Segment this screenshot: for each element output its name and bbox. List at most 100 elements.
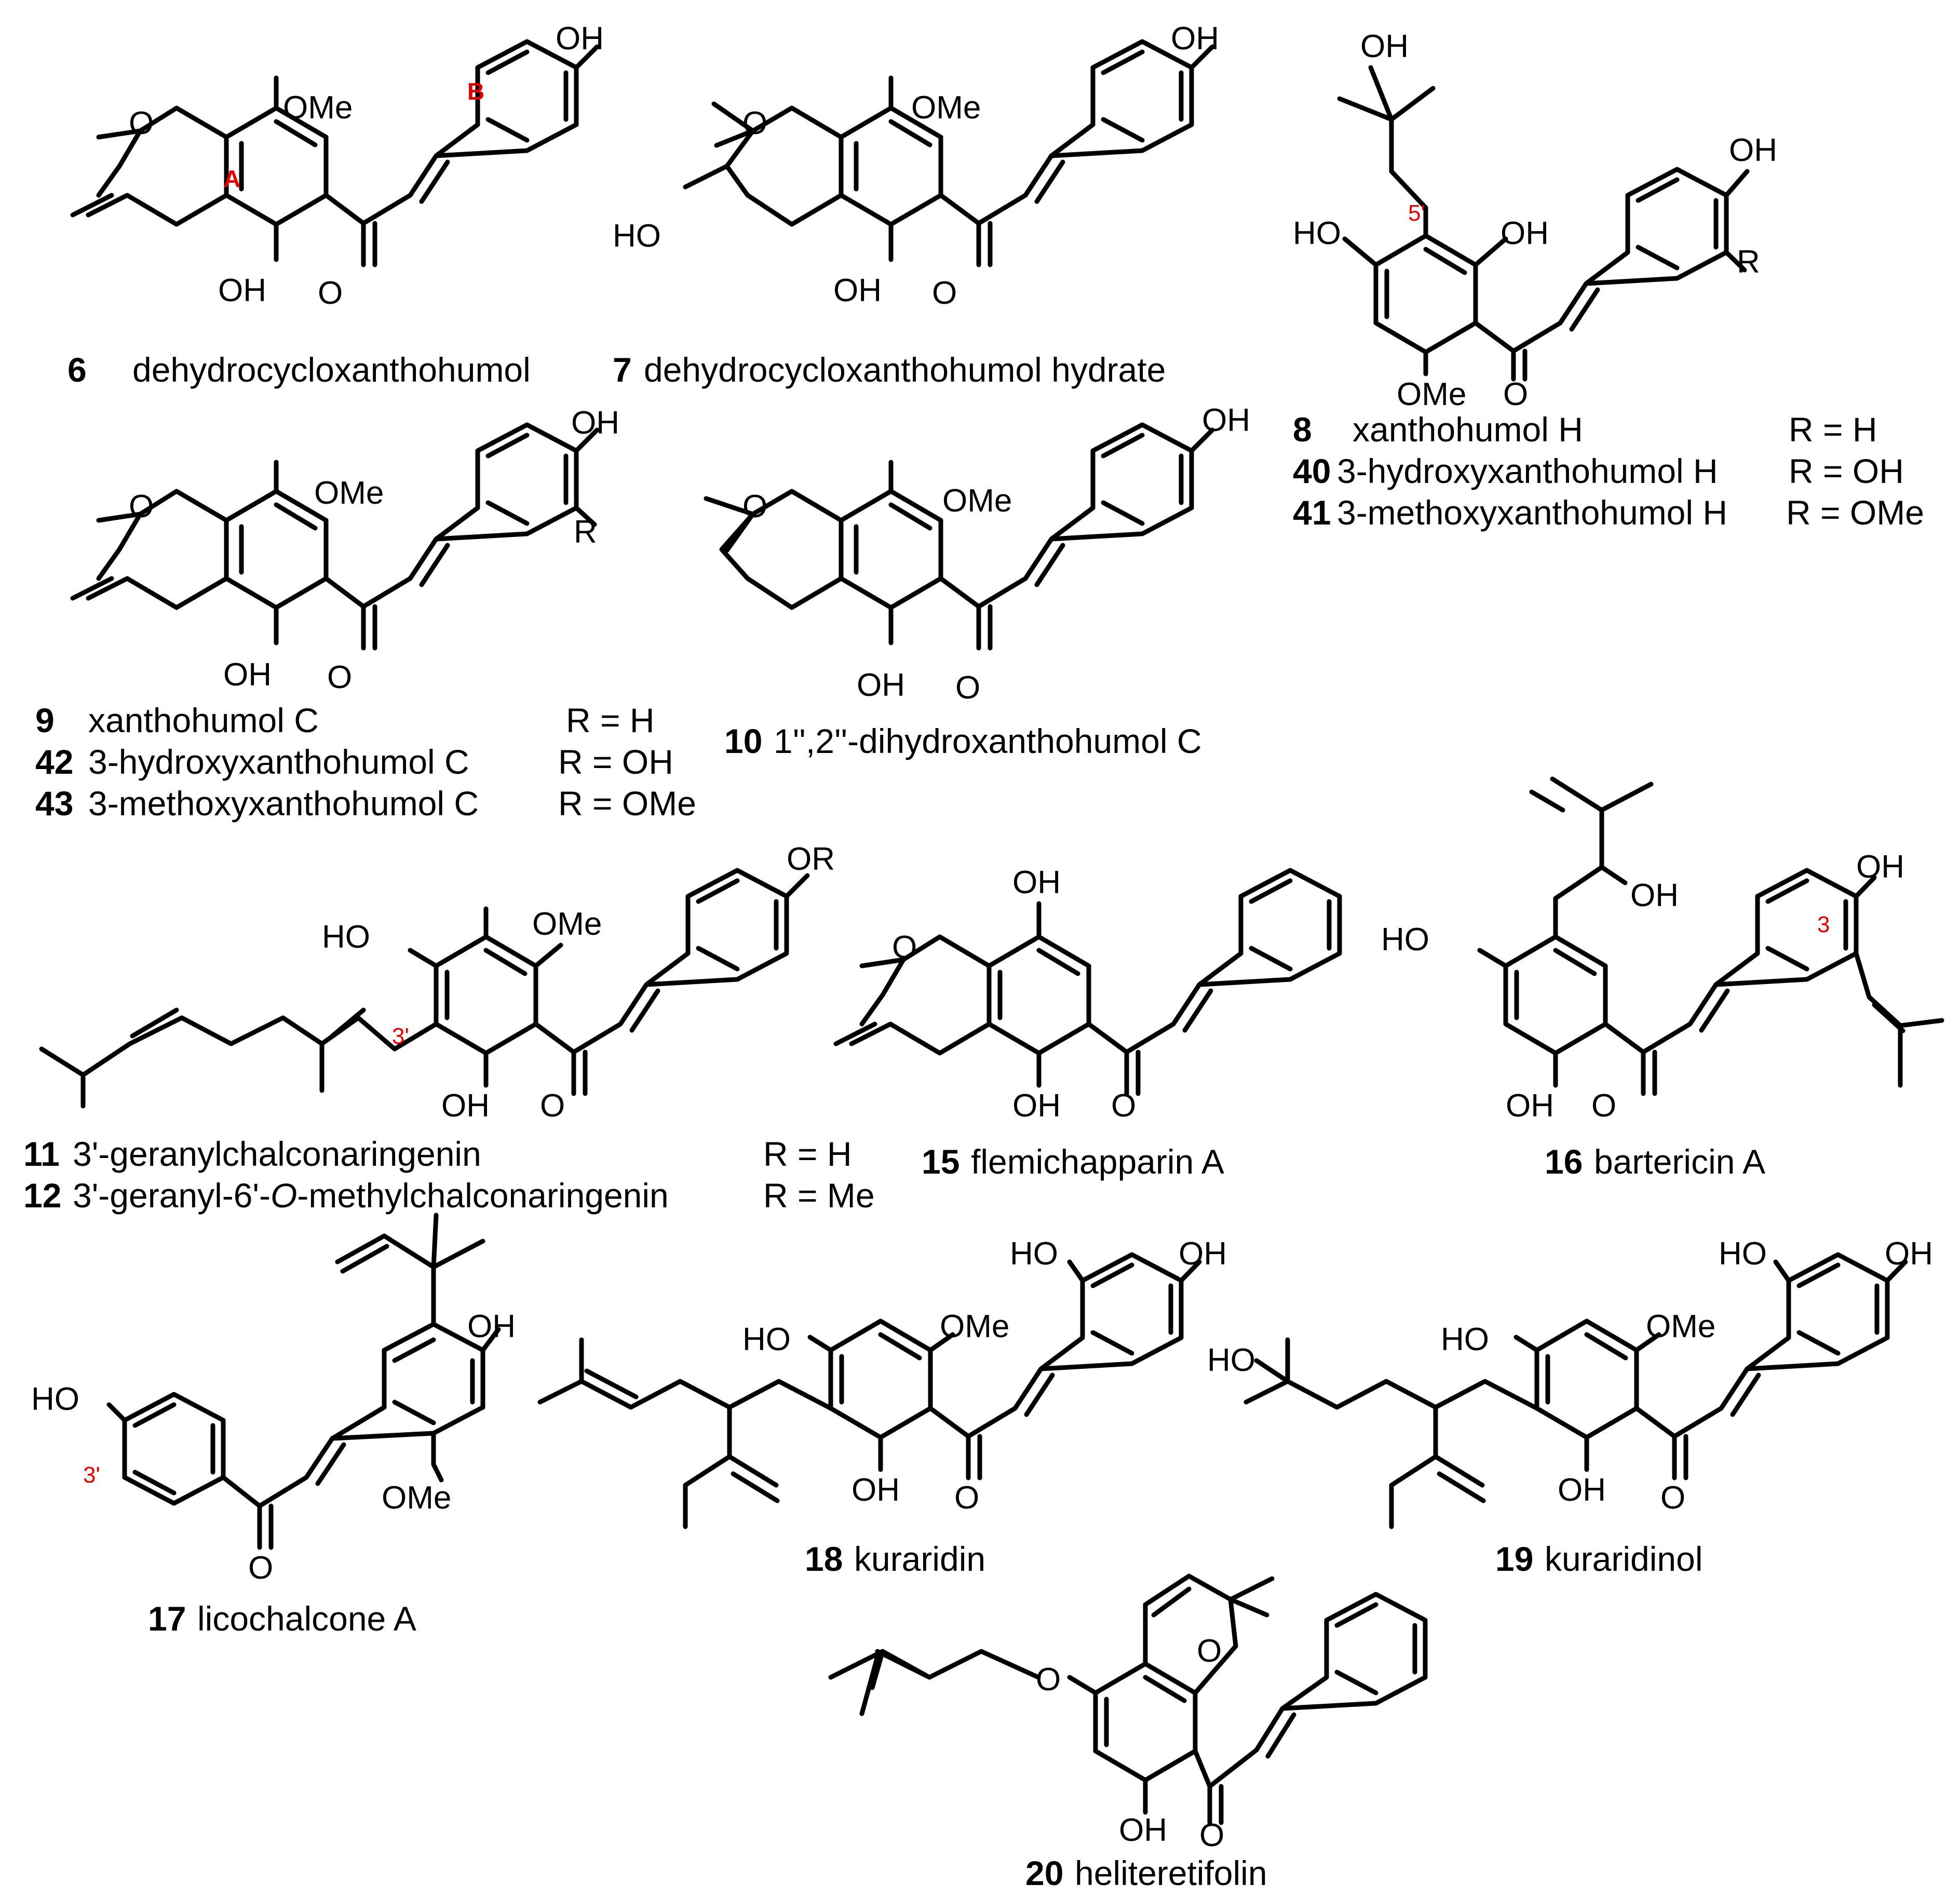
compound-name: 3'-geranyl-6'-O-methylchalconaringenin: [73, 1176, 669, 1215]
atom-oh: OH: [1119, 1812, 1167, 1848]
r-group: R = H: [1789, 410, 1877, 449]
atom-o: O: [955, 670, 980, 706]
atom-ome: OMe: [532, 906, 602, 942]
atom-oh: OH: [223, 657, 272, 693]
compound-number: 41: [1293, 493, 1331, 532]
atom-o: O: [1591, 1088, 1616, 1124]
atom-ome: OMe: [1646, 1309, 1715, 1344]
compound-number: 7: [613, 351, 632, 389]
atom-oh: OH: [1012, 1088, 1061, 1124]
r-group: R = OMe: [1786, 493, 1924, 532]
compound-number: 12: [23, 1176, 61, 1215]
atom-o: O: [742, 105, 767, 141]
atom-o: O: [1660, 1480, 1685, 1516]
atom-ho: HO: [1207, 1342, 1255, 1378]
atom-oh: OH: [1360, 29, 1409, 64]
structure-7: O OMe HO OH O OH 7 dehydrocycloxanthohum…: [613, 21, 1219, 389]
atom-oh: OH: [571, 405, 619, 441]
position-label-3prime: 3': [83, 1462, 100, 1488]
compound-name: 1'',2''-dihydroxanthohumol C: [774, 722, 1202, 760]
structure-19: HO HO OMe OH O HO OH 19 kuraridinol: [1207, 1236, 1933, 1578]
atom-oh: OH: [857, 667, 905, 703]
compound-name: dehydrocycloxanthohumol: [132, 351, 531, 389]
compound-name: licochalcone A: [197, 1599, 416, 1638]
atom-r: R: [1737, 244, 1760, 280]
atom-oh: OH: [1630, 878, 1679, 913]
structure-16: HO OH OH O OH 3 16 bartericin A: [1381, 776, 1944, 1181]
compound-name: xanthohumol C: [88, 701, 319, 739]
structure-10: O OMe OH O OH 10 1'',2''-dihydroxanthohu…: [704, 402, 1250, 760]
atom-oh: OH: [1202, 402, 1250, 438]
compound-number: 10: [724, 722, 762, 760]
atom-ome: OMe: [1397, 376, 1466, 412]
atom-oh: OH: [218, 273, 266, 308]
atom-ho: HO: [1381, 922, 1429, 958]
compound-number: 6: [67, 351, 87, 389]
atom-o: O: [932, 275, 957, 311]
atom-ome: OMe: [283, 90, 353, 126]
atom-ome: OMe: [382, 1480, 451, 1516]
atom-o: O: [1503, 376, 1528, 412]
ring-label-a: A: [223, 165, 240, 192]
position-label-3prime: 3': [392, 1024, 409, 1049]
r-group: R = H: [763, 1135, 852, 1173]
structure-9: O OMe OH O OH R 9 xanthohumol C R = H 42…: [35, 405, 696, 823]
compound-name: flemichapparin A: [971, 1142, 1224, 1181]
compound-name: 3'-geranylchalconaringenin: [73, 1135, 481, 1173]
atom-o: O: [327, 659, 352, 695]
compound-name: 3-hydroxyxanthohumol C: [88, 743, 469, 781]
compound-name: 3-methoxyxanthohumol C: [88, 784, 479, 823]
atom-ho: HO: [31, 1381, 79, 1417]
compound-name: 3-methoxyxanthohumol H: [1337, 493, 1727, 532]
atom-oh: OH: [851, 1472, 900, 1508]
r-group: R = OMe: [558, 784, 696, 823]
atom-oh: OH: [556, 21, 604, 57]
atom-oh: OH: [1885, 1236, 1933, 1272]
structure-17: HO OH OMe O 3' 17 licochalcone A: [31, 1213, 516, 1638]
compound-number: 9: [35, 701, 55, 739]
compound-number: 42: [35, 743, 73, 781]
compound-number: 15: [922, 1142, 959, 1181]
atom-o: O: [1197, 1633, 1222, 1669]
compound-name: kuraridinol: [1545, 1540, 1702, 1578]
compound-number: 11: [23, 1135, 60, 1173]
compound-name: bartericin A: [1594, 1142, 1765, 1181]
atom-oh: OH: [1179, 1236, 1227, 1272]
ring-label-b: B: [467, 78, 484, 105]
atom-oh: OH: [833, 273, 882, 308]
atom-oh: OH: [1012, 865, 1061, 900]
atom-oh: OH: [1729, 132, 1777, 168]
atom-oh: OH: [441, 1088, 490, 1124]
atom-oh: OH: [1501, 216, 1549, 251]
compound-number: 43: [35, 784, 73, 823]
atom-ho: HO: [1719, 1236, 1767, 1272]
compound-name: 3-hydroxyxanthohumol H: [1337, 452, 1718, 490]
compound-number: 8: [1293, 410, 1312, 449]
atom-o: O: [540, 1088, 565, 1124]
compound-number: 17: [148, 1599, 186, 1638]
atom-ome: OMe: [940, 1309, 1009, 1344]
atom-o: O: [1036, 1662, 1061, 1698]
atom-o: O: [1111, 1088, 1136, 1124]
atom-ho: HO: [1010, 1236, 1058, 1272]
atom-ome: OMe: [942, 483, 1012, 519]
atom-oh: OH: [1171, 21, 1219, 57]
structure-6: O OMe OH O OH A B 6 dehydrocycloxanthohu…: [67, 21, 604, 389]
structure-15: O OH OH O 15 flemichapparin A: [833, 865, 1342, 1181]
r-group: R = OH: [558, 743, 673, 781]
atom-oh: OH: [1506, 1088, 1554, 1124]
compound-name: heliteretifolin: [1075, 1854, 1267, 1892]
atom-o: O: [954, 1480, 979, 1516]
compound-name: kuraridin: [854, 1540, 985, 1578]
atom-o: O: [318, 275, 343, 311]
atom-o: O: [129, 105, 154, 141]
atom-o: O: [129, 489, 154, 524]
atom-o: O: [1199, 1818, 1224, 1853]
structure-11: HO OMe OH O OR 3' 11 3'-geranylchalconar…: [23, 841, 875, 1215]
position-label-3: 3: [1817, 912, 1830, 937]
atom-o: O: [892, 930, 917, 965]
r-group: R = H: [566, 701, 655, 739]
compound-number: 20: [1025, 1854, 1063, 1892]
atom-oh: OH: [467, 1309, 516, 1344]
